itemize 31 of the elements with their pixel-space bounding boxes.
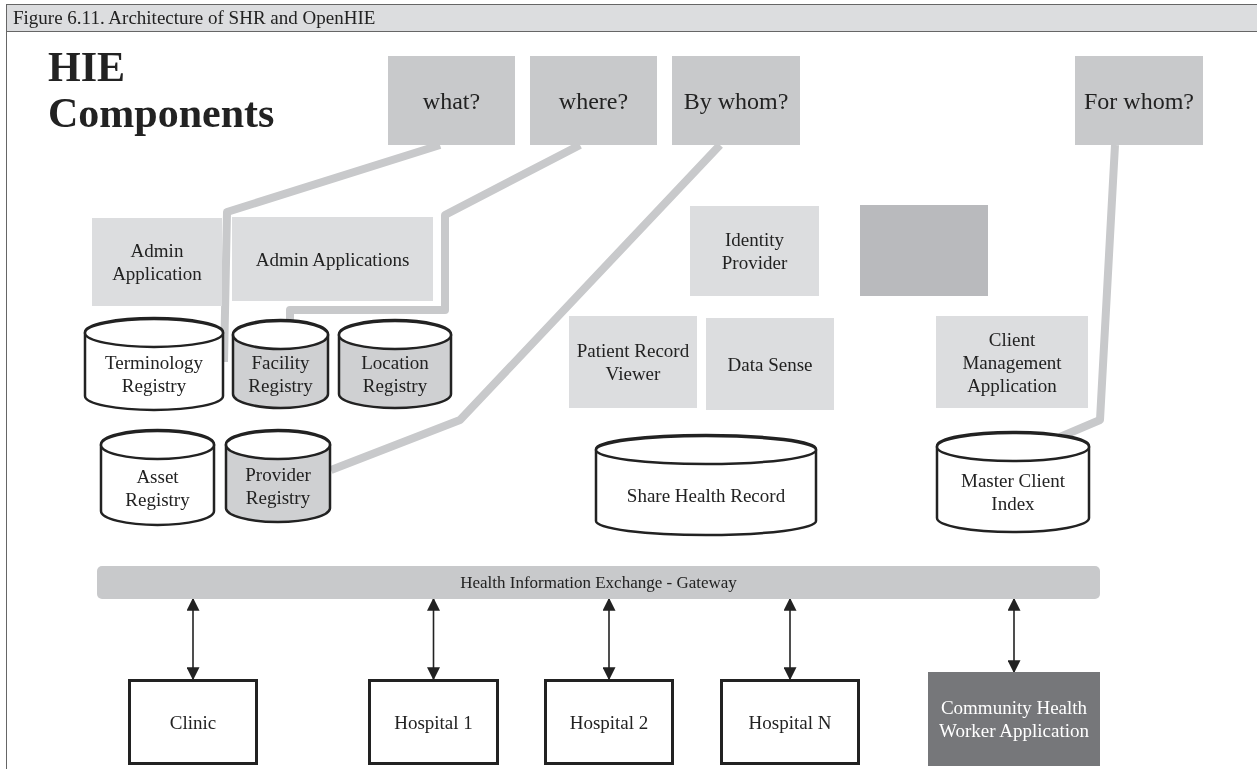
callout-bubble: For whom? xyxy=(1075,56,1203,145)
callout-bubble: where? xyxy=(530,56,657,145)
database-cylinder: Terminology Registry xyxy=(84,318,224,410)
application-box: Community Health Worker Application xyxy=(928,672,1100,766)
component-box: Patient Record Viewer xyxy=(569,316,697,408)
figure-title: Figure 6.11. Architecture of SHR and OpenHIE xyxy=(6,4,1257,32)
component-box: Admin Application xyxy=(92,218,222,306)
facility-box: Hospital 2 xyxy=(544,679,674,765)
empty-box xyxy=(860,205,988,296)
facility-box: Hospital N xyxy=(720,679,860,765)
database-cylinder: Share Health Record xyxy=(595,435,817,535)
database-cylinder: Asset Registry xyxy=(100,430,215,525)
database-cylinder: Location Registry xyxy=(338,320,452,408)
database-cylinder: Provider Registry xyxy=(225,430,331,522)
double-arrow xyxy=(186,597,200,681)
database-cylinder: Facility Registry xyxy=(232,320,329,408)
database-cylinder: Master Client Index xyxy=(936,432,1090,532)
section-heading: HIE Components xyxy=(48,44,276,136)
component-box: Client Management Application xyxy=(936,316,1088,408)
double-arrow xyxy=(427,597,440,681)
component-box: Data Sense xyxy=(706,318,834,410)
facility-box: Hospital 1 xyxy=(368,679,499,765)
double-arrow xyxy=(602,597,616,681)
double-arrow xyxy=(783,597,797,681)
component-box: Identity Provider xyxy=(690,206,819,296)
facility-box: Clinic xyxy=(128,679,258,765)
callout-bubble: By whom? xyxy=(672,56,800,145)
callout-bubble: what? xyxy=(388,56,515,145)
double-arrow xyxy=(1007,597,1021,674)
component-box: Admin Applications xyxy=(232,217,433,301)
gateway-bar: Health Information Exchange - Gateway xyxy=(97,566,1100,599)
